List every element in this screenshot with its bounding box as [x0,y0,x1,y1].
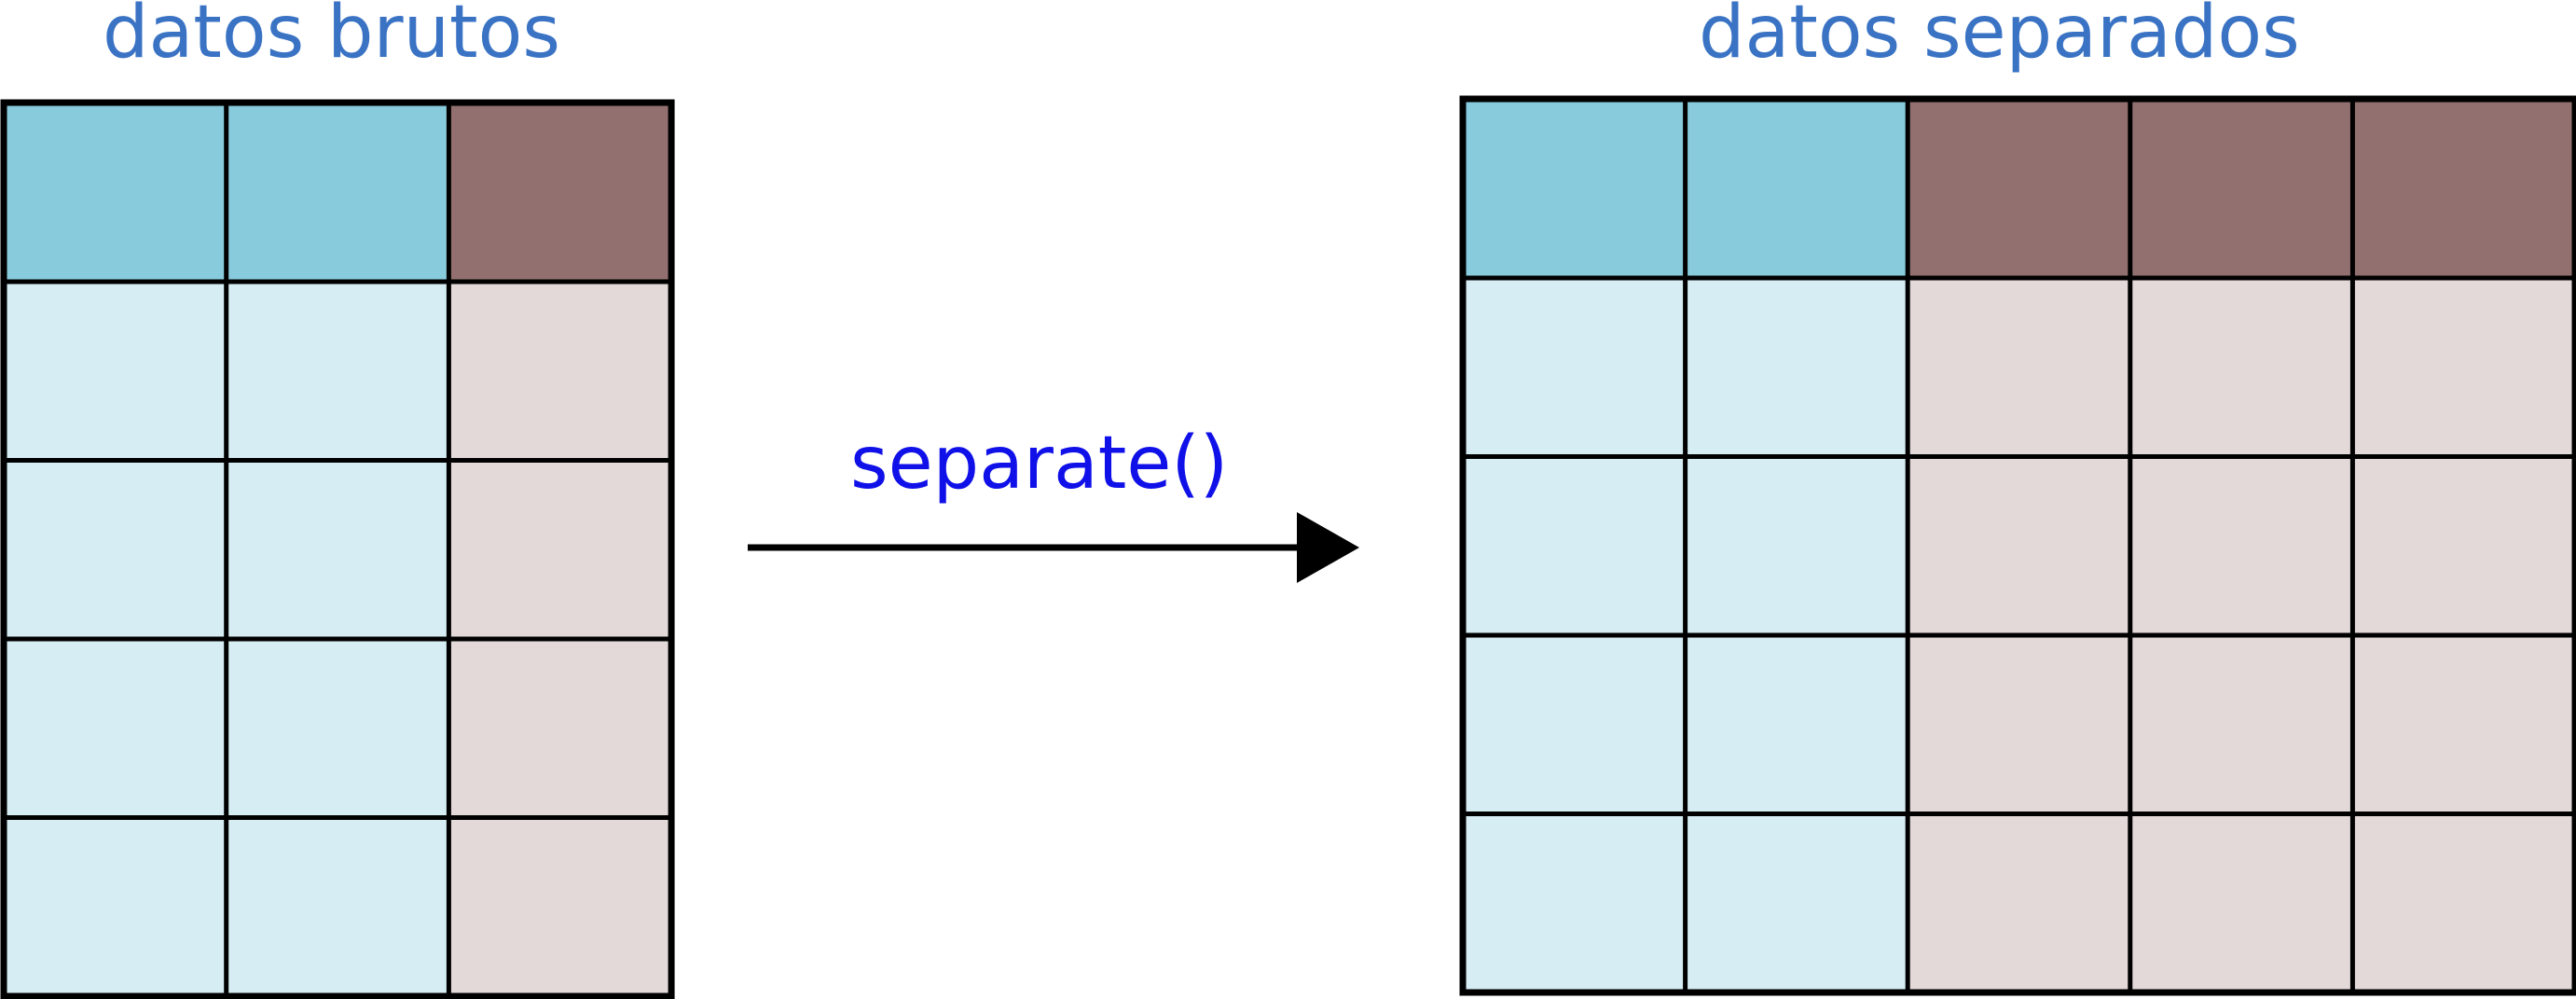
separated-table-data-cell-key [1685,635,1908,814]
separated-table-data-cell-key [1685,456,1908,635]
separated-table-data-cell-key [1463,278,1686,457]
separated-table-data-cell-value [2129,278,2353,457]
raw-table-data-cell-key [226,282,449,461]
raw-table-data-cell-key [226,639,449,818]
raw-table-header-cell-value [448,103,672,282]
separated-table-data-cell-key [1463,456,1686,635]
raw-table-data-cell-value [448,817,672,996]
separated-table-data-cell-value [2129,635,2353,814]
raw-data-title: datos brutos [103,0,561,75]
raw-table-data-cell-key [4,817,227,996]
separated-table-data-cell-value [2129,813,2353,992]
separate-function-label: separate() [850,422,1229,506]
separated-data-title: datos separados [1699,0,2300,75]
separated-table-data-cell-key [1463,813,1686,992]
separated-table-data-cell-value [1908,635,2130,814]
raw-table-data-cell-value [448,282,672,461]
raw-table-data-cell-value [448,460,672,639]
separated-table-data-cell-value [2352,456,2575,635]
separated-table-data-cell-value [1908,456,2130,635]
separated-table-data-cell-value [1908,813,2130,992]
raw-table-outer-border [0,99,675,999]
raw-table-data-cell-key [226,817,449,996]
raw-table-header-cell-key [4,103,227,282]
raw-table-data-cell-key [4,460,227,639]
separated-table-data-cell-value [2352,813,2575,992]
raw-table-data-cell-value [448,639,672,818]
separated-table-header-cell-key [1463,99,1686,278]
raw-table-data-cell-key [4,639,227,818]
separated-table-header-cell-value [2352,99,2575,278]
separated-table-data-cell-value [2129,456,2353,635]
separated-table-data-cell-key [1463,635,1686,814]
separated-table-data-cell-key [1685,278,1908,457]
raw-table-data-cell-key [4,282,227,461]
separated-table-header-cell-key [1685,99,1908,278]
separated-table-data-cell-value [2352,635,2575,814]
raw-table-header-cell-key [226,103,449,282]
raw-table-data-cell-key [226,460,449,639]
separated-table-header-cell-value [1908,99,2130,278]
separated-table-data-cell-value [1908,278,2130,457]
separated-table-outer-border [1459,95,2576,996]
separated-table-header-cell-value [2129,99,2353,278]
separated-table-data-cell-key [1685,813,1908,992]
arrow-icon [748,512,1359,583]
raw-data-table [0,99,675,999]
arrow-head [1297,512,1359,583]
separated-table-data-cell-value [2352,278,2575,457]
separated-data-table [1459,95,2576,996]
